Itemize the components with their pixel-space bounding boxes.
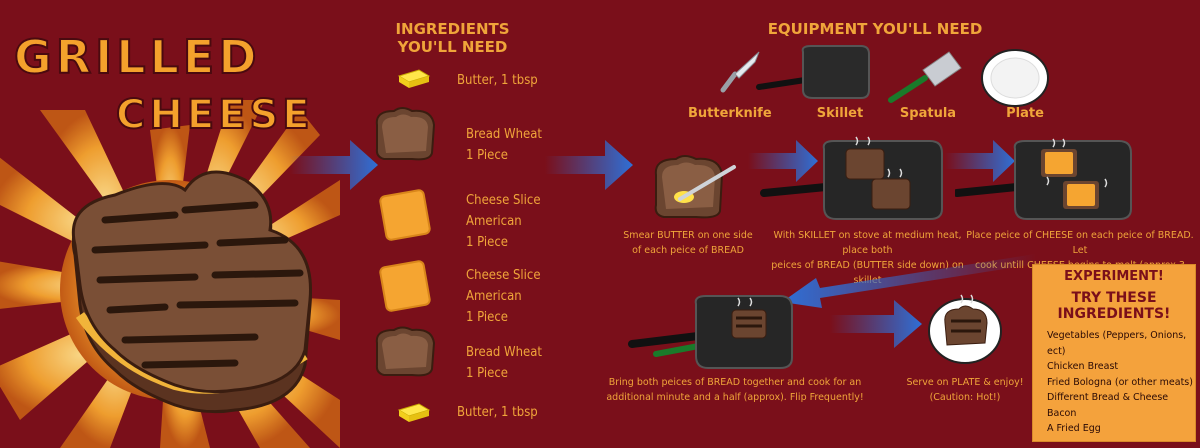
ingredient-label: Cheese Slice American 1 Piece [466,193,541,250]
step-description: Bring both peices of BREAD together and … [606,377,864,403]
arrow-icon [830,300,922,348]
butter-icon [397,69,431,88]
butterknife-icon [720,51,760,93]
cheese-slice-icon [379,189,431,241]
equipment-label: Spatula [899,106,957,121]
ingredient-label: Cheese Slice American 1 Piece [466,268,541,325]
equipment-label: Skillet [816,106,864,121]
ingredient-label: Butter, 1 tbsp [457,405,538,420]
equipment-label: Plate [1006,106,1044,121]
try-ingredients-heading: TRY THESE INGREDIENTS! [1057,290,1171,322]
arrow-icon [545,140,633,190]
ingredients-heading: INGREDIENTS YOU'LL NEED [395,20,510,56]
step-description: Smear BUTTER on one side of each peice o… [623,230,753,256]
equipment-heading: EQUIPMENT YOU'LL NEED [767,20,983,38]
step-description: Serve on PLATE & enjoy! (Caution: Hot!) [906,377,1024,403]
skillet-icon [756,45,870,99]
spatula-icon [888,51,962,103]
arrow-icon [290,140,378,190]
bread-icon [375,107,436,161]
cheese-slice-icon [379,260,431,312]
list-item: Different Bread & Cheese [1047,392,1169,403]
title-grilled: GRILLED [13,29,261,85]
list-item: Bacon [1047,407,1077,419]
equipment-label: Butterknife [688,106,772,121]
list-item: Fried Bologna (or other meats) [1047,376,1193,388]
experiment-box: EXPERIMENT! TRY THESE INGREDIENTS! Veget… [1032,264,1196,442]
skillet-with-bread-image [760,136,943,220]
plated-sandwich-image [928,294,1002,364]
ingredient-label: Bread Wheat 1 Piece [466,345,542,381]
list-item: A Fried Egg [1047,423,1101,434]
list-item: Chicken Breast [1047,361,1119,372]
butter-icon [397,403,431,422]
arrow-icon [945,140,1015,182]
grilled-cheese-sandwich-image [71,170,312,414]
list-item: Vegetables (Peppers, Onions, ect) [1047,330,1187,357]
experiment-heading: EXPERIMENT! [1064,269,1164,284]
title-cheese: CHEESE [115,91,314,139]
arrow-icon [782,254,1036,308]
arrow-icon [748,140,818,182]
experiment-list: Vegetables (Peppers, Onions, ect) Chicke… [1033,322,1195,437]
ingredient-label: Butter, 1 tbsp [457,73,538,88]
bread-icon [375,326,436,377]
buttered-bread-image [654,155,736,219]
skillet-with-sandwich-image [628,295,793,369]
ingredient-label: Bread Wheat 1 Piece [466,127,542,163]
skillet-with-cheese-bread-image [955,138,1132,220]
plate-icon [981,49,1049,107]
